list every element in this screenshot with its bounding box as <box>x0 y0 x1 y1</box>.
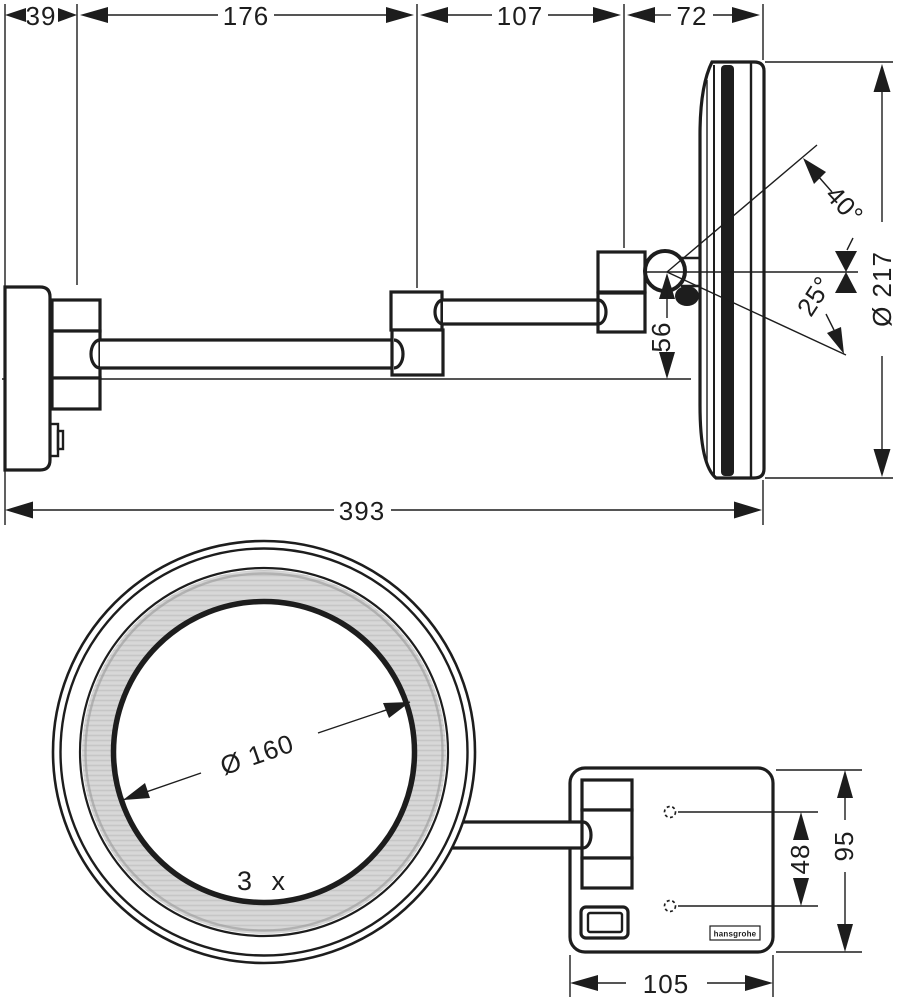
dim-arrow <box>58 8 77 22</box>
dim-39-label: 39 <box>26 1 57 31</box>
dimension-105: 105 <box>569 955 774 999</box>
arm-tube-front-cap <box>582 820 593 850</box>
magnification-label: 3 x <box>237 866 291 896</box>
dim-arrow <box>80 7 108 23</box>
wall-joint-body <box>50 329 102 380</box>
dim-arrow <box>745 975 773 991</box>
dim-56-label: 56 <box>646 322 676 353</box>
arm-tube-2-right-cap <box>597 298 608 326</box>
dim-dia217-label: Ø 217 <box>867 251 897 327</box>
dim-72-label: 72 <box>677 1 708 31</box>
dim-48-label: 48 <box>785 844 815 875</box>
dim-arrow <box>593 7 621 23</box>
dim-176-label: 176 <box>223 1 269 31</box>
dimension-95: 95 <box>776 769 862 953</box>
power-switch-side-cap <box>56 429 65 451</box>
dim-arrow <box>659 352 675 379</box>
dimension-56: 56 <box>646 273 676 379</box>
angle-25-arrow <box>827 327 844 354</box>
wall-plate-side <box>3 285 52 472</box>
dim-arrow <box>734 501 762 519</box>
elbow-joint-lower <box>390 328 445 377</box>
plate-joint-top-cap <box>580 778 634 812</box>
dim-arrow <box>837 924 853 952</box>
dim-107-label: 107 <box>497 1 543 31</box>
screw-hole-bottom <box>663 899 677 913</box>
mirror-ring-band-side <box>721 65 734 476</box>
arm-tube-1 <box>100 338 394 370</box>
dimension-dia217: Ø 217 <box>867 64 897 477</box>
hansgrohe-logo-text: hansgrohe <box>714 930 757 939</box>
arm-tube-2 <box>443 298 598 326</box>
arm-tube-1-left-cap <box>89 338 101 370</box>
dim-arrow <box>123 783 150 800</box>
dim-arrow <box>383 702 410 718</box>
wall-joint-bottom-cap <box>50 376 102 411</box>
dim-arrow <box>732 7 760 23</box>
dim-393-label: 393 <box>339 496 385 526</box>
angle-40-dimension: 40° <box>803 158 869 230</box>
dim-arrow <box>837 770 853 798</box>
arm-tube-front <box>440 820 583 850</box>
tilt-up-line <box>666 144 818 273</box>
arm-tube-2-left-cap <box>433 298 444 326</box>
wall-plate-front <box>568 766 775 954</box>
led-ring-gray-band <box>82 570 446 934</box>
dim-95-label: 95 <box>829 831 859 862</box>
dim-arrow <box>793 878 809 906</box>
angle-40-arrow <box>803 158 826 184</box>
head-joint-upper <box>596 250 647 294</box>
led-ring-shading <box>84 572 444 932</box>
dimension-48: 48 <box>678 811 818 907</box>
tilt-down-line <box>666 271 847 356</box>
led-ring-outer-edge <box>78 566 450 938</box>
mirror-glass-edge <box>110 598 418 906</box>
dimension-72: 72 <box>627 1 760 31</box>
power-switch-front <box>579 905 630 940</box>
power-switch-front-inner <box>586 911 624 934</box>
plate-joint-bottom-cap <box>580 856 634 890</box>
arm-tube-1-right-cap <box>393 338 405 370</box>
dim-arrow <box>570 975 598 991</box>
dim-arrow <box>5 8 26 22</box>
dimension-393: 393 <box>5 496 762 526</box>
wall-joint-top-cap <box>50 298 102 333</box>
dim-arrow <box>873 449 891 477</box>
dim-arrow <box>873 64 891 92</box>
dim-arrow <box>793 812 809 840</box>
screw-hole-top <box>663 805 677 819</box>
dim-105-label: 105 <box>643 969 689 999</box>
dimension-176: 176 <box>80 1 414 31</box>
hansgrohe-logo: hansgrohe <box>709 925 761 941</box>
front-view: Ø 160 3 x hansgrohe 48 <box>51 539 862 999</box>
angle-25-label: 25° <box>791 271 838 322</box>
dimension-107: 107 <box>420 1 621 31</box>
mirror-head-profile <box>698 60 766 480</box>
dim-arrow <box>627 7 655 23</box>
mirror-clamp-stem <box>675 286 699 306</box>
dim-arrow <box>5 501 33 519</box>
angle-reference-marker <box>835 237 857 293</box>
mirror-outer-rim-inner-line <box>59 547 469 957</box>
side-view: 39 176 107 72 393 <box>2 1 897 526</box>
mirror-front-ring <box>51 539 477 965</box>
dim-arrow <box>386 7 414 23</box>
dimension-39: 39 <box>5 1 77 31</box>
dim-arrow <box>420 7 448 23</box>
